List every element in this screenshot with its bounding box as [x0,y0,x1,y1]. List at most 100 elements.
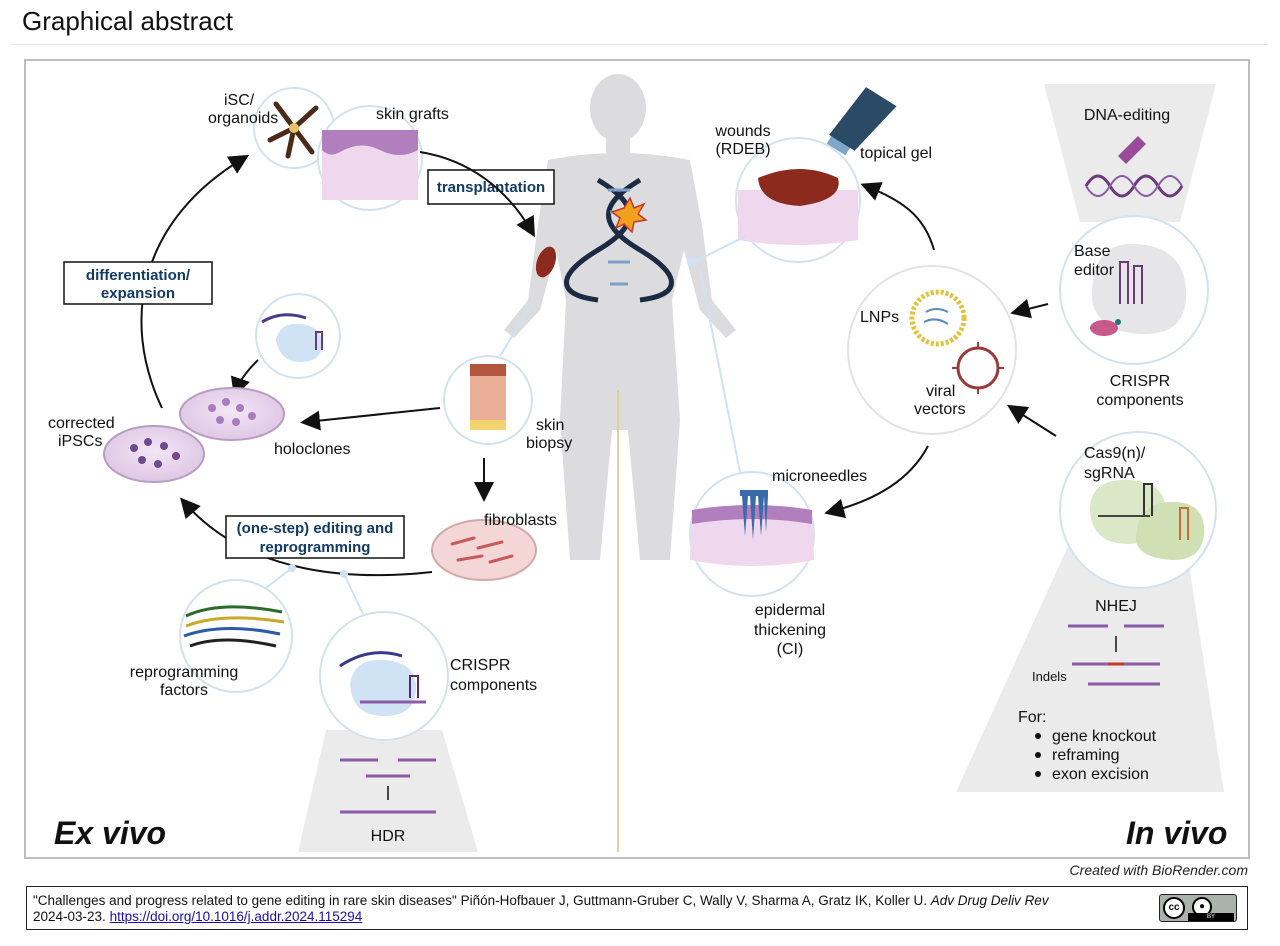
cas9-sgrna-icon [1059,431,1217,589]
corrected-label-1: corrected [48,415,115,432]
differentiation-label-1: differentiation/ [86,267,191,284]
microneedles-icon [689,471,815,597]
arrow-biopsy-to-holoclones [300,407,441,431]
nhej-panel [956,520,1224,792]
cas9-label-2: sgRNA [1084,465,1135,482]
wounds-pointer [693,235,747,263]
editor-label: editor [1074,262,1115,279]
skin-grafts-label: skin grafts [376,106,449,123]
nhej-label: NHEJ [1095,598,1137,615]
fibroblasts-dish-icon [431,519,537,581]
vectors-label: vectors [914,401,966,418]
holoclones-dish-icon [179,387,285,441]
cc-by-license-badge[interactable]: cc ● BY [1159,894,1237,922]
crispr-left-label-1: CRISPR [450,657,510,674]
connector-line-2 [343,573,365,617]
organoids-label: organoids [208,110,278,127]
citation-date: 2024-03-23. [33,909,106,924]
wounds-label-1: wounds [714,123,770,140]
transplantation-label: transplantation [437,179,545,196]
for-label: For: [1018,709,1046,726]
transplantation-box [427,169,555,205]
arrow-to-body [419,151,535,238]
dna-helix-icon [564,177,674,303]
base-editor-icon [1059,215,1209,365]
doi-link[interactable]: https://doi.org/10.1016/j.addr.2024.1152… [109,909,363,924]
reprogramming-factors-icon [179,579,293,693]
arm-marker [687,257,697,267]
reprogramming-label-1: reprogramming [130,664,238,681]
page-title: Graphical abstract [22,6,233,36]
dna-editing-icon [1084,136,1184,198]
biopsy-label: biopsy [526,435,572,452]
wounds-label-2: (RDEB) [715,141,770,158]
bullet-exon-excision: exon excision [1052,766,1149,783]
epidermal-label-2: thickening [754,622,826,639]
corrected-label-2: iPSCs [58,433,102,450]
lnp-icon [909,289,967,347]
lnps-label: LNPs [860,309,899,326]
cc-icon: cc [1163,897,1185,919]
human-body-silhouette [504,74,736,560]
citation-journal: Adv Drug Deliv Rev [930,893,1049,908]
epidermal-label-3: (CI) [777,641,804,658]
citation-box: "Challenges and progress related to gene… [26,886,1248,930]
arrow-to-wounds [860,182,935,251]
one-step-label-2: reprogramming [260,539,371,556]
arrow-one-step-editing [180,497,433,577]
wound-on-arm-icon [535,246,557,278]
topical-gel-label: topical gel [860,145,932,162]
topical-gel-tube-icon [826,87,897,156]
base-label: Base [1074,243,1111,260]
differentiation-label-2: expansion [101,285,175,302]
citation-text: "Challenges and progress related to gene… [33,893,1143,925]
by-person-icon: ● [1192,897,1212,917]
viral-vector-icon [956,346,1000,390]
one-step-box [225,515,405,559]
citation-main: "Challenges and progress related to gene… [33,893,931,908]
crispr-right-label-2: components [1096,392,1183,409]
ex-vivo-label: Ex vivo [54,815,166,851]
biopsy-pointer [499,299,535,357]
crispr-construct-small-icon [255,293,341,379]
corrected-ipscs-dish-icon [103,425,205,483]
dna-editing-label: DNA-editing [1084,107,1170,124]
fibroblasts-label: fibroblasts [484,512,557,529]
nhej-dna-icon [1068,624,1164,686]
indels-label: Indels [1032,669,1067,684]
crispr-components-left-icon [319,611,449,741]
differentiation-box [63,261,213,305]
arrow-base-editor-to-delivery [1010,298,1049,319]
viral-label: viral [926,383,955,400]
bullet-dot-2 [1035,752,1041,758]
bullet-dot-3 [1035,771,1041,777]
by-label: BY [1188,913,1234,921]
arrow-to-microneedles [824,445,929,519]
microneedles-pointer [699,269,741,473]
isc-label: iSC/ [224,92,255,109]
in-vivo-label: In vivo [1126,815,1227,851]
one-step-label-1: (one-step) editing and [237,520,394,537]
arrow-cas9-to-delivery [1006,404,1057,437]
skin-label: skin [536,417,564,434]
skin-grafts-icon [317,105,423,211]
title-divider [10,44,1268,45]
bullet-reframing: reframing [1052,747,1120,764]
delivery-vehicles-icon [847,265,1017,435]
crispr-right-label-1: CRISPR [1110,373,1170,390]
crispr-left-label-2: components [450,677,537,694]
holoclones-label: holoclones [274,441,351,458]
arrow-to-holoclones [230,359,259,398]
epidermal-label-1: epidermal [755,602,825,619]
microneedles-label: microneedles [772,468,867,485]
hdr-dna-icon [340,758,436,814]
wounds-rdeb-icon [735,137,861,263]
skin-biopsy-icon [443,355,533,445]
biorender-credit: Created with BioRender.com [1069,862,1248,878]
reprogramming-label-2: factors [160,682,208,699]
bullet-gene-knockout: gene knockout [1052,728,1157,745]
cas9-label-1: Cas9(n)/ [1084,445,1146,462]
bullet-dot-1 [1035,733,1041,739]
hdr-label: HDR [371,828,406,845]
